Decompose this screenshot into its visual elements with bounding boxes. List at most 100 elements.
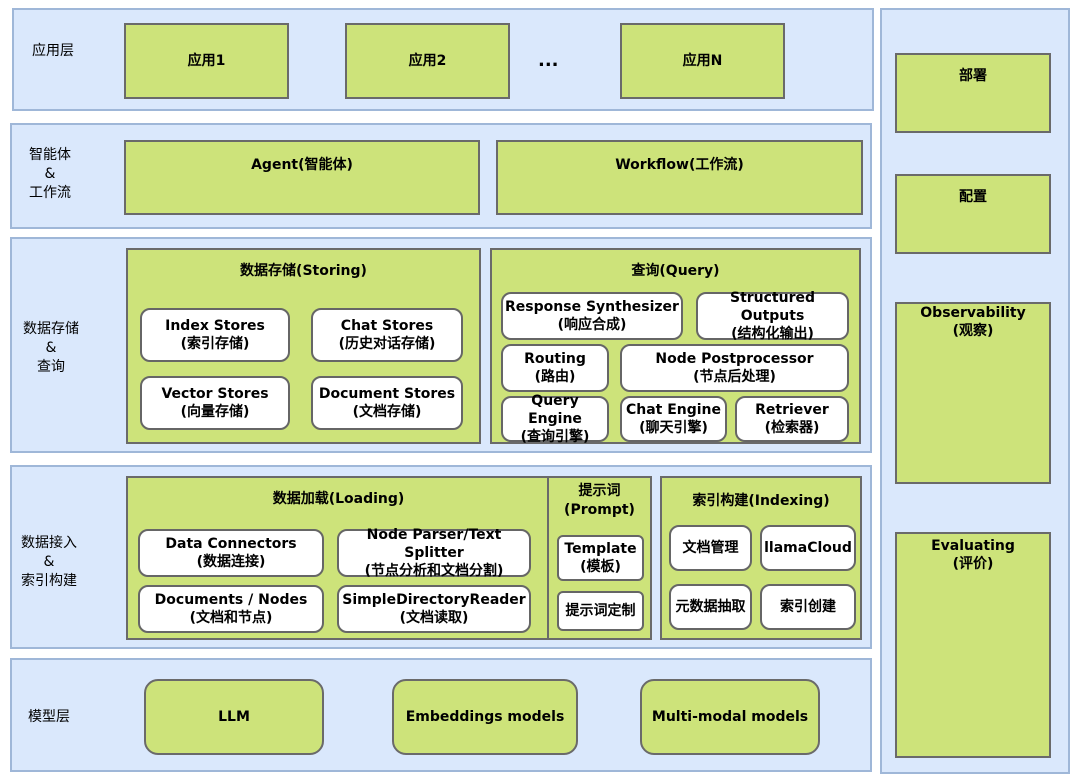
agent-layer-label-line3: 工作流 <box>29 185 71 201</box>
index-stores-en: Index Stores <box>165 318 265 334</box>
vector-stores-en: Vector Stores <box>161 386 269 402</box>
response-synthesizer-box: Response Synthesizer (响应合成) <box>501 292 683 340</box>
agent-box: Agent(智能体) <box>124 140 480 215</box>
query-engine-en: Query Engine <box>528 393 582 427</box>
data-connectors-box: Data Connectors (数据连接) <box>138 529 324 577</box>
workflow-box: Workflow(工作流) <box>496 140 863 215</box>
node-parser-box: Node Parser/Text Splitter (节点分析和文档分割) <box>337 527 531 579</box>
simple-directory-reader-zh: (文档读取) <box>399 610 469 626</box>
retriever-zh: (检索器) <box>764 420 820 436</box>
index-creation-box: 索引创建 <box>760 584 856 630</box>
prompt-customize-label: 提示词定制 <box>565 603 636 619</box>
documents-nodes-zh: (文档和节点) <box>189 610 273 626</box>
agent-layer-label-line1: 智能体 <box>29 147 71 163</box>
ingest-layer-label: 数据接入 & 索引构建 <box>14 534 84 591</box>
prompt-title-line2: (Prompt) <box>564 502 635 518</box>
deploy-label: 部署 <box>959 68 987 84</box>
loading-module: 数据加载(Loading) Data Connectors (数据连接) Nod… <box>126 476 551 640</box>
storing-title: 数据存储(Storing) <box>240 263 367 279</box>
chat-stores-en: Chat Stores <box>340 318 434 334</box>
routing-en: Routing <box>524 351 586 367</box>
data-connectors-en: Data Connectors <box>165 536 297 552</box>
chat-engine-en: Chat Engine <box>625 402 722 418</box>
chat-engine-box: Chat Engine (聊天引擎) <box>620 396 727 442</box>
indexing-title: 索引构建(Indexing) <box>692 493 830 509</box>
retriever-en: Retriever <box>755 402 829 418</box>
routing-zh: (路由) <box>534 369 576 385</box>
storage-layer-label-line3: 查询 <box>37 359 65 375</box>
simple-directory-reader-en: SimpleDirectoryReader <box>342 592 526 608</box>
node-parser-en: Node Parser/Text Splitter <box>366 527 502 561</box>
query-engine-zh: (查询引擎) <box>520 429 590 445</box>
response-synthesizer-zh: (响应合成) <box>557 317 627 333</box>
document-stores-box: Document Stores (文档存储) <box>311 376 463 430</box>
workflow-box-title: Workflow(工作流) <box>615 157 744 173</box>
node-postprocessor-box: Node Postprocessor (节点后处理) <box>620 344 849 392</box>
model-layer-label: 模型层 <box>28 709 70 725</box>
embeddings-models-box: Embeddings models <box>392 679 578 755</box>
index-stores-zh: (索引存储) <box>180 336 250 352</box>
vector-stores-box: Vector Stores (向量存储) <box>140 376 290 430</box>
agent-workflow-layer: 智能体 & 工作流 Agent(智能体) Workflow(工作流) <box>10 123 872 229</box>
node-postprocessor-zh: (节点后处理) <box>693 369 776 385</box>
deploy-box: 部署 <box>895 53 1051 133</box>
simple-directory-reader-box: SimpleDirectoryReader (文档读取) <box>337 585 531 633</box>
query-module: 查询(Query) Response Synthesizer (响应合成) St… <box>490 248 861 445</box>
storage-query-layer: 数据存储 & 查询 数据存储(Storing) Index Stores (索引… <box>10 237 872 453</box>
node-postprocessor-en: Node Postprocessor <box>655 351 814 367</box>
routing-box: Routing (路由) <box>501 344 609 392</box>
documents-nodes-box: Documents / Nodes (文档和节点) <box>138 585 324 633</box>
query-engine-box: Query Engine (查询引擎) <box>501 393 609 445</box>
evaluating-zh: (评价) <box>952 556 994 572</box>
agent-layer-label-line2: & <box>44 166 56 182</box>
vector-stores-zh: (向量存储) <box>180 404 250 420</box>
cross-cutting-column: 部署 配置 Observability (观察) Evaluating (评价) <box>880 8 1070 774</box>
node-parser-zh: (节点分析和文档分割) <box>364 563 504 579</box>
observability-box: Observability (观察) <box>895 302 1051 484</box>
agent-layer-label: 智能体 & 工作流 <box>20 146 80 203</box>
query-title: 查询(Query) <box>631 263 720 279</box>
application-layer-label: 应用层 <box>32 43 74 59</box>
config-box: 配置 <box>895 174 1051 254</box>
chat-engine-zh: (聊天引擎) <box>639 420 708 436</box>
evaluating-box: Evaluating (评价) <box>895 532 1051 758</box>
data-connectors-zh: (数据连接) <box>196 554 266 570</box>
structured-outputs-box: Structured Outputs (结构化输出) <box>696 290 849 342</box>
prompt-module: 提示词 (Prompt) Template (模板) 提示词定制 <box>547 476 652 640</box>
application-layer: 应用层 应用1 应用2 ... 应用N <box>12 8 874 111</box>
app-ellipsis: ... <box>538 50 559 71</box>
index-stores-box: Index Stores (索引存储) <box>140 308 290 362</box>
storage-layer-label-line1: 数据存储 <box>23 321 79 337</box>
template-en: Template <box>564 541 637 557</box>
template-zh: (模板) <box>580 559 621 575</box>
documents-nodes-en: Documents / Nodes <box>154 592 308 608</box>
app-2-box: 应用2 <box>345 23 510 99</box>
prompt-customize-box: 提示词定制 <box>557 591 644 631</box>
app-1-box: 应用1 <box>124 23 289 99</box>
multimodal-models-box: Multi-modal models <box>640 679 820 755</box>
document-stores-zh: (文档存储) <box>352 404 422 420</box>
llamacloud-box: llamaCloud <box>760 525 856 571</box>
ingest-index-layer: 数据接入 & 索引构建 数据加载(Loading) Data Connector… <box>10 465 872 649</box>
agent-box-title: Agent(智能体) <box>251 157 353 173</box>
structured-outputs-zh: (结构化输出) <box>731 326 814 342</box>
storage-layer-label-line2: & <box>45 340 57 356</box>
chat-stores-box: Chat Stores (历史对话存储) <box>311 308 463 362</box>
metadata-extraction-box: 元数据抽取 <box>669 584 752 630</box>
loading-title: 数据加载(Loading) <box>272 491 405 507</box>
evaluating-en: Evaluating <box>931 538 1015 554</box>
response-synthesizer-en: Response Synthesizer <box>505 299 679 315</box>
observability-zh: (观察) <box>952 323 994 339</box>
storage-layer-label: 数据存储 & 查询 <box>16 320 86 377</box>
config-label: 配置 <box>959 189 987 205</box>
llm-box: LLM <box>144 679 324 755</box>
ingest-layer-label-line2: & <box>43 554 55 570</box>
doc-management-box: 文档管理 <box>669 525 752 571</box>
retriever-box: Retriever (检索器) <box>735 396 849 442</box>
model-layer: 模型层 LLM Embeddings models Multi-modal mo… <box>10 658 872 772</box>
storing-module: 数据存储(Storing) Index Stores (索引存储) Chat S… <box>126 248 481 444</box>
observability-en: Observability <box>920 305 1026 321</box>
ingest-layer-label-line3: 索引构建 <box>21 573 77 589</box>
document-stores-en: Document Stores <box>318 386 456 402</box>
structured-outputs-en: Structured Outputs <box>729 290 816 324</box>
